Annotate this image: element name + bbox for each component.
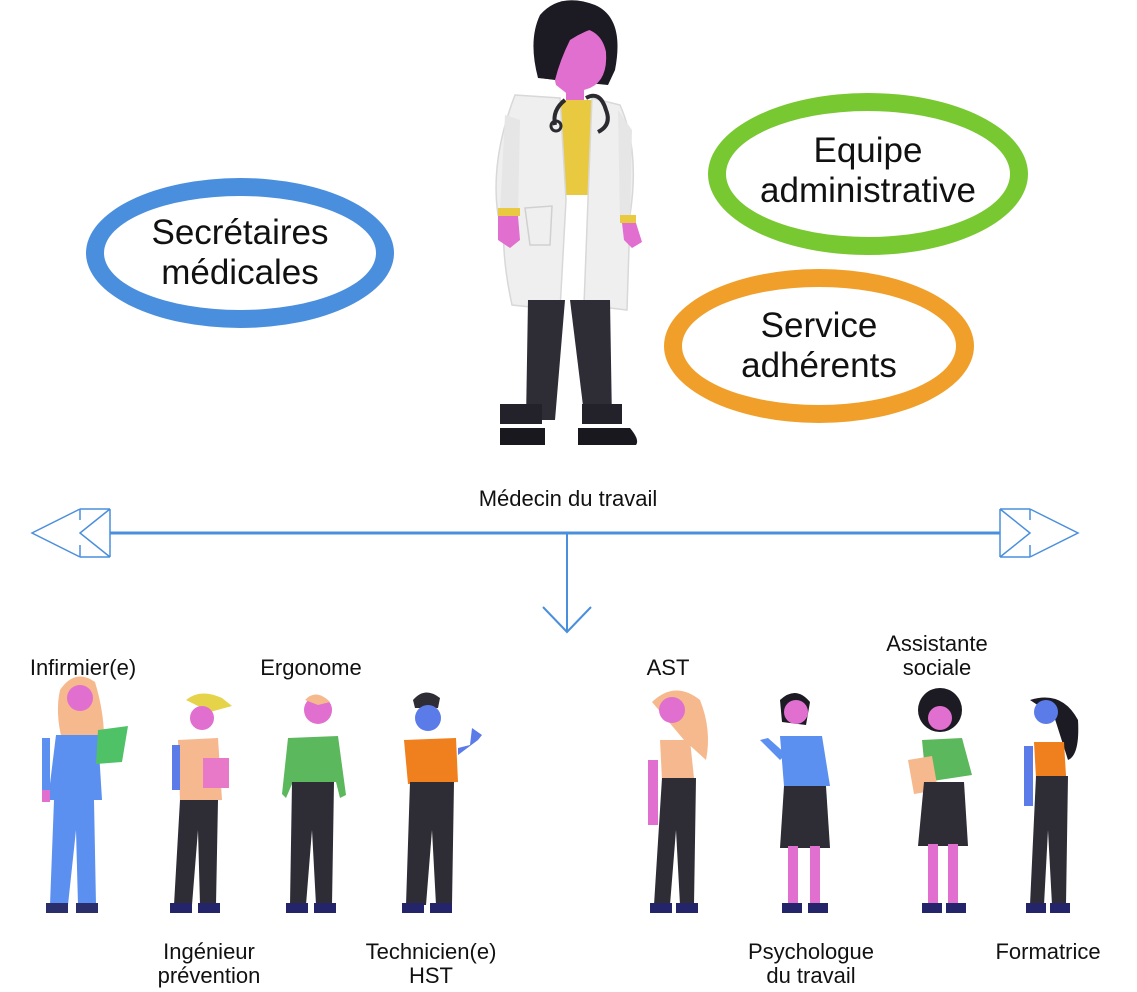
person-infirmier — [42, 676, 128, 913]
label-technicien-line1: Technicien(e) — [365, 939, 497, 964]
label-psychologue: Psychologue du travail — [748, 940, 874, 988]
person-psychologue — [760, 692, 830, 913]
ellipse-equipe-line1: Equipe — [813, 131, 923, 171]
label-formatrice: Formatrice — [995, 939, 1101, 964]
right-double-arrow-icon — [999, 508, 1080, 558]
person-assistante — [908, 688, 972, 913]
person-technicien — [402, 692, 482, 913]
label-technicien: Technicien(e) HST — [366, 940, 497, 988]
medecin-du-travail-label: Médecin du travail — [478, 486, 658, 511]
label-ingenieur: Ingénieur prévention — [158, 940, 261, 988]
label-ingenieur-line1: Ingénieur — [163, 939, 255, 964]
left-double-arrow-icon — [30, 508, 111, 558]
label-technicien-line2: HST — [409, 963, 453, 988]
person-formatrice — [1024, 697, 1079, 913]
label-ingenieur-line2: prévention — [157, 963, 261, 988]
ellipse-service-line2: adhérents — [741, 346, 897, 385]
label-ergonome: Ergonome — [260, 655, 362, 680]
label-assistante-line2: sociale — [902, 655, 972, 680]
ellipse-secretaires-line1: Secrétaires — [151, 213, 329, 252]
ellipse-secretaires-line2: médicales — [161, 253, 319, 292]
person-ergonome — [282, 694, 346, 913]
label-psychologue-line2: du travail — [766, 963, 856, 988]
label-ast: AST — [646, 655, 690, 680]
label-infirmier: Infirmier(e) — [29, 655, 137, 680]
label-assistante-line1: Assistante — [886, 631, 988, 656]
ellipse-equipe-administrative: Equipe administrative — [708, 93, 1028, 255]
ellipse-equipe-line2: administrative — [760, 171, 976, 211]
person-ingenieur — [170, 693, 232, 913]
down-arrow-icon — [542, 606, 592, 634]
label-psychologue-line1: Psychologue — [748, 939, 874, 964]
label-assistante: Assistante sociale — [886, 632, 988, 680]
person-ast — [648, 690, 708, 913]
ellipse-service-line1: Service — [760, 306, 878, 345]
